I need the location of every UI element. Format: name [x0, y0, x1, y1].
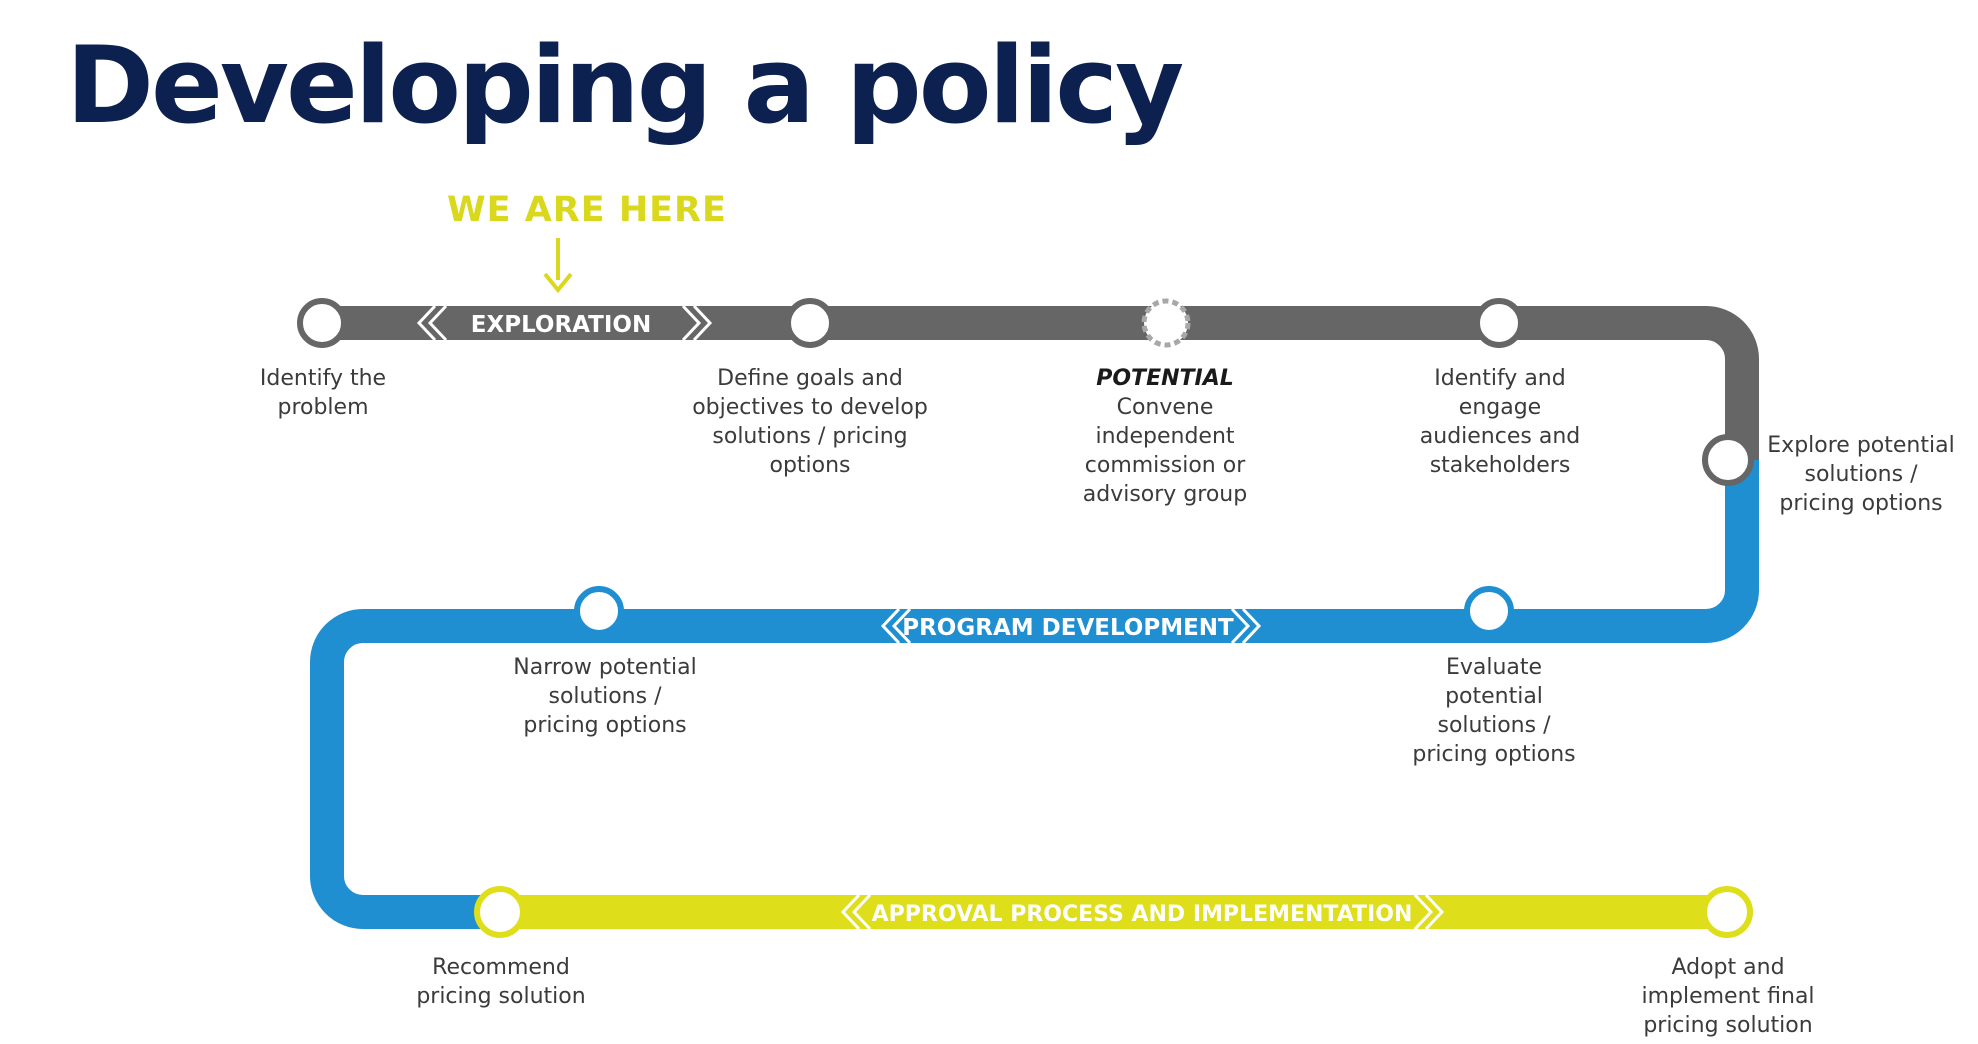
step-label-explore: Explore potential solutions / pricing op… [1767, 433, 1955, 516]
we-are-here-arrow-icon [543, 238, 573, 294]
approval-chevrons-right-icon [1413, 893, 1445, 931]
step-label-evaluate: Evaluate potential solutions / pricing o… [1412, 655, 1576, 767]
station-identify-problem [297, 298, 347, 348]
step-label-identify-problem: Identify the problem [259, 366, 387, 420]
exploration-chevrons-right-icon [681, 304, 713, 342]
exploration-track [322, 306, 1759, 460]
step-label-narrow: Narrow potential solutions / pricing opt… [513, 655, 697, 738]
station-explore [1702, 434, 1754, 486]
approval-chevrons-left-icon [840, 893, 872, 931]
phase-label-program-development: PROGRAM DEVELOPMENT [902, 615, 1234, 641]
step-label-define-goals: Define goals and objectives to develop s… [692, 366, 928, 478]
station-identify-engage [1474, 298, 1524, 348]
exploration-chevrons-left-icon [416, 304, 448, 342]
program-chevrons-right-icon [1230, 607, 1262, 645]
potential-heading: POTENTIAL [1096, 366, 1234, 391]
step-label-convene: POTENTIAL Convene independent commission… [1035, 364, 1295, 509]
page-title: Developing a policy [66, 24, 1184, 147]
step-label-identify-engage: Identify and engage audiences and stakeh… [1419, 366, 1581, 478]
program-development-track [310, 460, 1759, 929]
station-narrow [574, 586, 624, 636]
step-label-adopt: Adopt and implement final pricing soluti… [1641, 955, 1815, 1038]
station-potential [1141, 298, 1191, 348]
station-adopt [1701, 886, 1753, 938]
we-are-here-label: WE ARE HERE [447, 190, 727, 230]
step-label-recommend: Recommend pricing solution [416, 955, 586, 1009]
program-chevrons-left-icon [880, 607, 912, 645]
station-evaluate [1464, 586, 1514, 636]
phase-label-approval: APPROVAL PROCESS AND IMPLEMENTATION [872, 902, 1413, 927]
phase-label-exploration: EXPLORATION [471, 312, 651, 338]
station-define-goals [785, 298, 835, 348]
station-recommend [474, 886, 526, 938]
